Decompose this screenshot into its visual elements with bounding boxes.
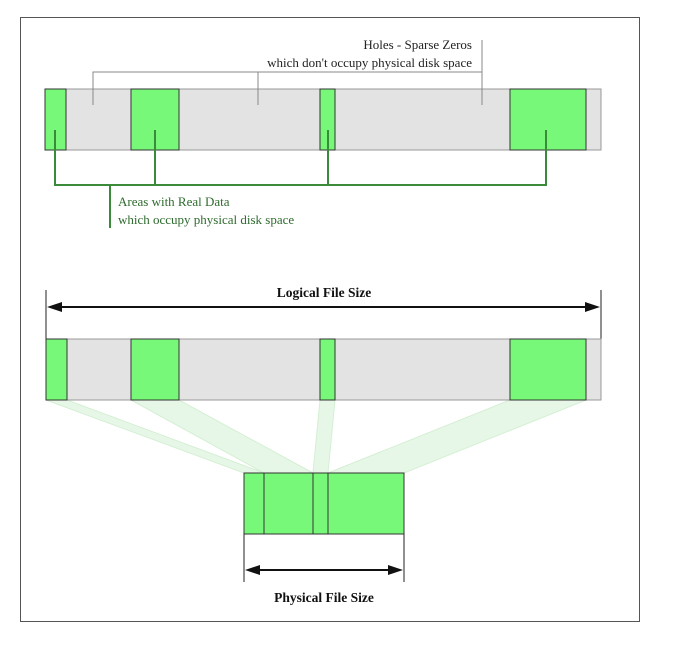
top-data-block-4 xyxy=(509,88,587,151)
physical-size-dimension xyxy=(243,534,405,582)
middle-data-block-4 xyxy=(509,338,587,401)
holes-connector xyxy=(92,40,483,105)
data-connector xyxy=(54,130,547,228)
physical-file-size-label: Physical File Size xyxy=(274,590,374,605)
logical-size-dimension xyxy=(45,290,602,340)
logical-file-size-label: Logical File Size xyxy=(277,285,371,300)
phys-left-arrowhead xyxy=(245,565,260,575)
left-arrowhead xyxy=(47,302,62,312)
phys-right-arrowhead xyxy=(388,565,403,575)
projection-wedges xyxy=(45,399,587,474)
middle-data-block-1 xyxy=(45,338,68,401)
middle-data-block-2 xyxy=(130,338,180,401)
right-arrowhead xyxy=(585,302,600,312)
logical-file-bar xyxy=(45,338,602,401)
data-label-line2: which occupy physical disk space xyxy=(118,212,294,227)
middle-data-block-3 xyxy=(319,338,336,401)
top-file-bar xyxy=(44,88,602,151)
physical-file-bar xyxy=(243,472,405,535)
physical-bar xyxy=(243,472,405,535)
holes-label-line2: which don't occupy physical disk space xyxy=(267,55,472,70)
holes-label-line1: Holes - Sparse Zeros xyxy=(363,37,472,52)
data-label-line1: Areas with Real Data xyxy=(118,194,230,209)
